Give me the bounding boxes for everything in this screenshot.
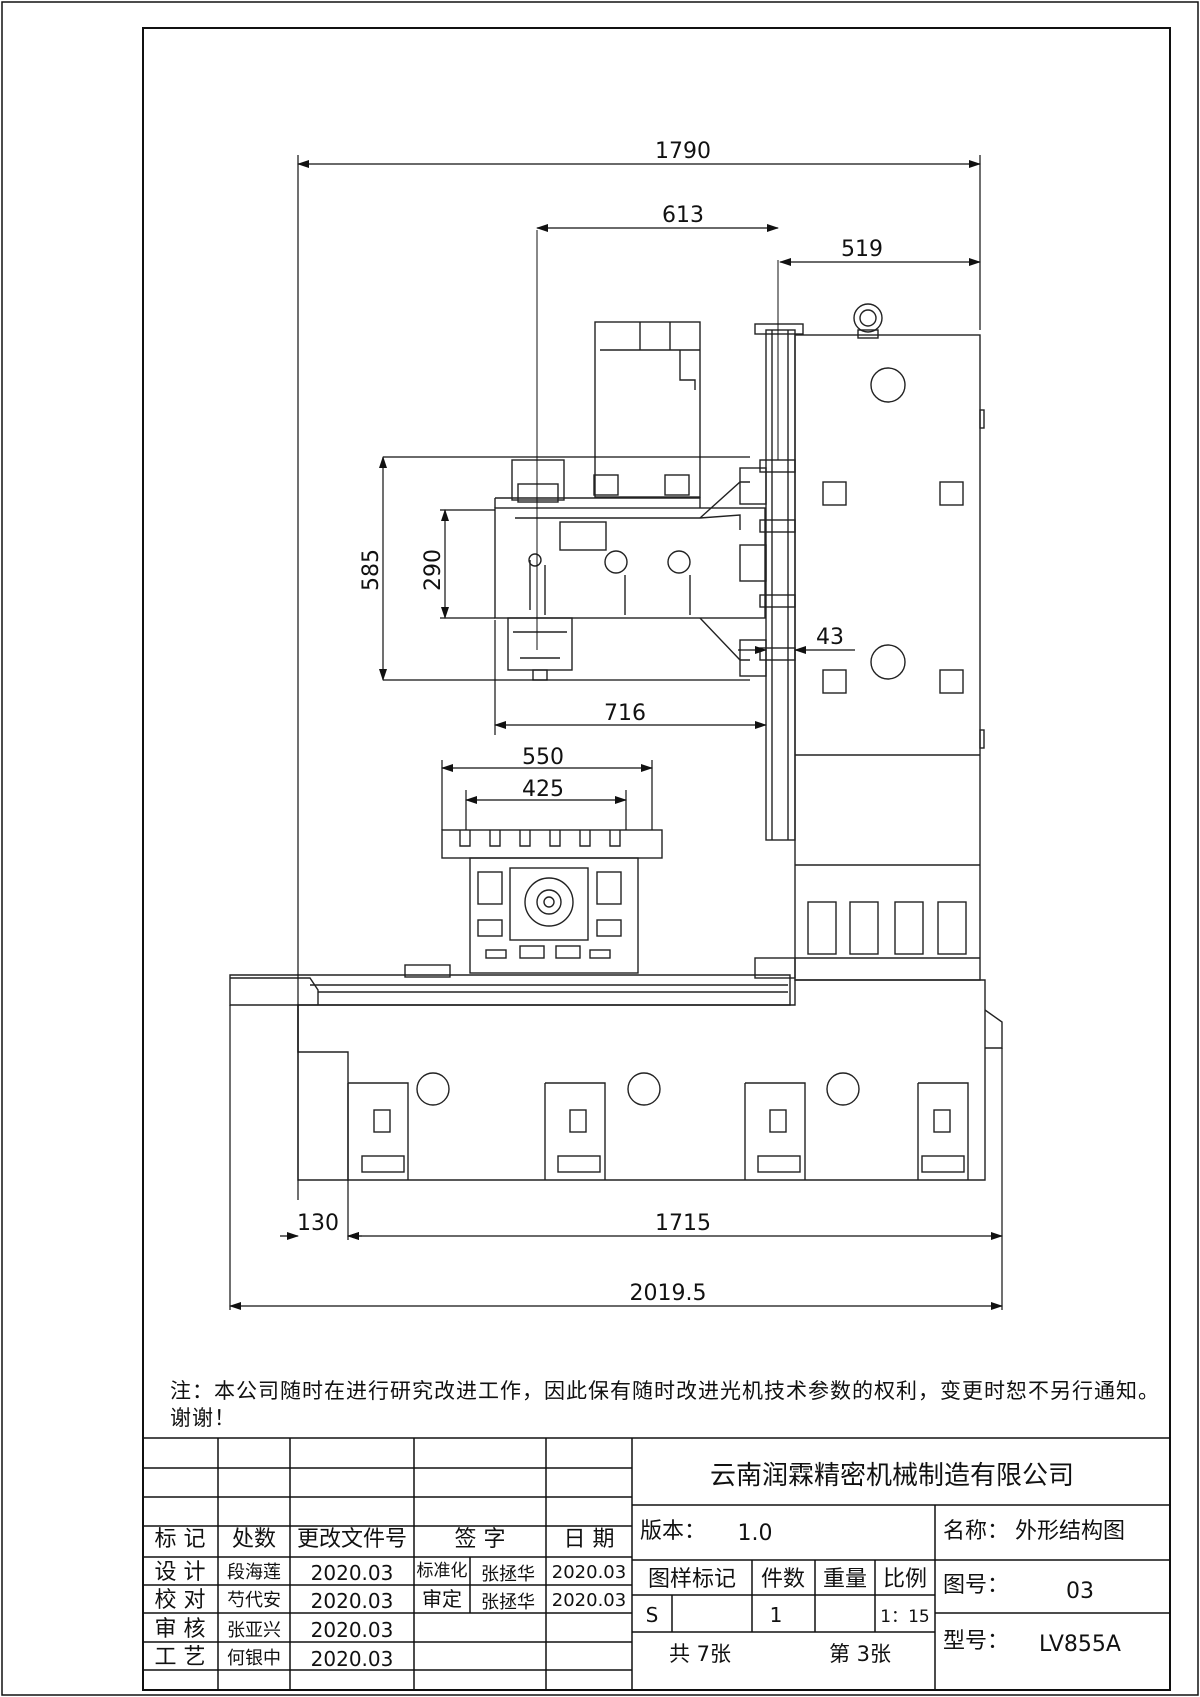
qty-label: 件数 — [761, 1567, 805, 1592]
total-sheets: 共 7张 — [669, 1642, 731, 1666]
dim-585: 585 — [359, 549, 384, 591]
name-value: 外形结构图 — [1015, 1519, 1125, 1544]
date-proofread: 2020.03 — [311, 1589, 394, 1613]
worktable — [441, 829, 663, 859]
z-guide — [765, 329, 796, 841]
name-approve: 张拯华 — [481, 1592, 535, 1613]
y-rail — [229, 974, 791, 1006]
version-label: 版本： — [640, 1519, 706, 1544]
date-standard: 2020.03 — [552, 1562, 626, 1583]
name-review: 张亚兴 — [227, 1620, 281, 1641]
weight-label: 重量 — [823, 1567, 867, 1592]
dim-519: 519 — [841, 237, 883, 262]
title-block-grid — [142, 1437, 1171, 1691]
dim-613: 613 — [662, 203, 704, 228]
drawing-no-value: 03 — [1066, 1579, 1094, 1604]
dim-2019-5: 2019.5 — [630, 1281, 707, 1306]
revision-note: 注：本公司随时在进行研究改进工作，因此保有随时改进光机技术参数的权利，变更时恕不… — [170, 1379, 1160, 1430]
drawing-no-label: 图号： — [943, 1573, 1009, 1598]
header-signature: 签 字 — [455, 1527, 506, 1552]
base-pocket-1 — [347, 1082, 409, 1180]
ratio-label: 比例 — [883, 1567, 927, 1592]
sample-mark-label: 图样标记 — [648, 1567, 736, 1592]
table-saddle — [469, 857, 639, 974]
column-ports — [807, 901, 967, 955]
version-value: 1.0 — [738, 1521, 773, 1546]
name-standard: 张拯华 — [481, 1564, 535, 1585]
qty-value: 1 — [770, 1603, 783, 1627]
dim-290: 290 — [421, 549, 446, 591]
model-label: 型号： — [943, 1629, 1009, 1654]
dim-1790: 1790 — [655, 139, 711, 164]
model-value: LV855A — [1039, 1632, 1121, 1657]
name-design: 段海莲 — [227, 1562, 281, 1583]
header-date: 日 期 — [564, 1527, 615, 1552]
spindle-motor — [594, 321, 701, 498]
spindle-head — [494, 507, 766, 619]
dim-716: 716 — [604, 701, 646, 726]
dimension-lines — [229, 155, 1003, 1310]
drawing-frame — [142, 27, 1171, 1691]
header-mark: 标 记 — [155, 1527, 206, 1552]
dim-1715: 1715 — [655, 1211, 711, 1236]
dim-130: 130 — [297, 1211, 339, 1236]
company-name: 云南润霖精密机械制造有限公司 — [710, 1461, 1074, 1491]
column — [794, 334, 981, 981]
dim-43: 43 — [816, 625, 844, 650]
machine-base — [297, 979, 986, 1181]
role-proofread: 校 对 — [155, 1588, 206, 1613]
spindle-nose — [507, 617, 573, 671]
role-standard: 标准化 — [417, 1561, 468, 1581]
dim-550: 550 — [522, 745, 564, 770]
role-process: 工 艺 — [155, 1645, 206, 1670]
ratio-value: 1：15 — [880, 1607, 929, 1627]
dim-425: 425 — [522, 777, 564, 802]
base-pocket-4 — [917, 1082, 969, 1180]
role-design: 设 计 — [155, 1560, 206, 1585]
date-process: 2020.03 — [311, 1647, 394, 1671]
header-count: 处数 — [232, 1527, 276, 1552]
name-proofread: 芍代安 — [227, 1590, 281, 1611]
name-label: 名称： — [943, 1519, 1009, 1544]
name-process: 何银中 — [227, 1648, 281, 1669]
role-approve: 审定 — [422, 1587, 462, 1611]
sample-mark-value: S — [646, 1603, 659, 1627]
machine-outline — [229, 303, 1003, 1181]
date-design: 2020.03 — [311, 1561, 394, 1585]
date-approve: 2020.03 — [552, 1590, 626, 1611]
sheet-number: 第 3张 — [829, 1642, 891, 1666]
role-review: 审 核 — [155, 1617, 206, 1642]
header-change-doc: 更改文件号 — [297, 1527, 407, 1552]
base-pocket-2 — [544, 1082, 606, 1180]
date-review: 2020.03 — [311, 1618, 394, 1642]
base-pocket-3 — [744, 1082, 806, 1180]
